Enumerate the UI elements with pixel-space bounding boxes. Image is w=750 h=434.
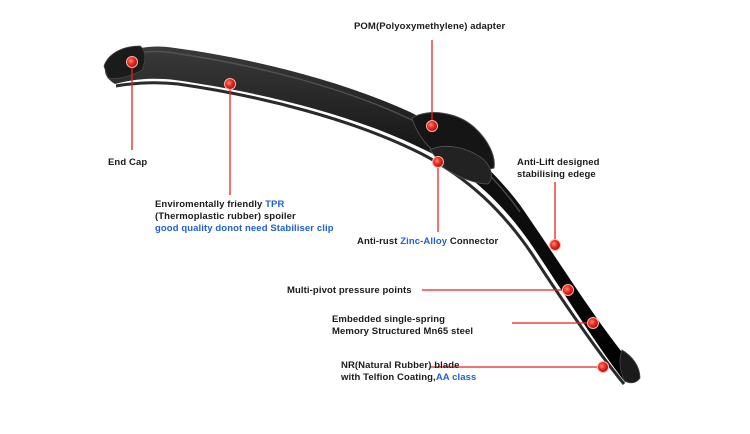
tip-end-shape (619, 349, 641, 384)
label-spring-line2: Memory Structured Mn65 steel (332, 326, 474, 337)
callout-dot-spring (587, 317, 599, 329)
label-pom-adapter-text: POM(Polyoxymethylene) adapter (354, 21, 506, 32)
rubber-edge (115, 81, 626, 385)
label-spoiler-line1: Enviromentally friendly TPR (155, 199, 334, 211)
label-spring: Embedded single-spring Memory Structured… (332, 314, 473, 338)
label-end-cap: End Cap (108, 157, 147, 169)
callout-lines (131, 40, 602, 368)
label-rubber-line2: with Telfion Coating,AA class (341, 372, 476, 384)
label-spoiler: Enviromentally friendly TPR (Thermoplast… (155, 199, 334, 235)
label-pivot-text: Multi-pivot pressure points (287, 285, 412, 296)
label-spoiler-line3: good quality donot need Stabiliser clip (155, 223, 334, 234)
label-spoiler-line1-prefix: Enviromentally friendly (155, 199, 266, 210)
label-spoiler-line2: (Thermoplastic rubber) spoiler (155, 211, 296, 222)
label-spring-line1: Embedded single-spring (332, 314, 446, 325)
label-rubber-line2-prefix: with Telfion Coating, (341, 372, 436, 383)
connector-shape (429, 146, 492, 185)
label-anti-lift: Anti-Lift designed stabilising edege (517, 157, 600, 181)
label-rubber-aa-class: AA class (435, 372, 477, 383)
callout-dot-pom (426, 120, 438, 132)
label-spoiler-tpr: TPR (265, 199, 285, 210)
label-pom-adapter: POM(Polyoxymethylene) adapter (354, 21, 505, 33)
callout-dot-end-cap (126, 56, 138, 68)
callout-dots (126, 56, 609, 373)
label-connector: Anti-rust Zinc-Alloy Connector (357, 236, 498, 248)
callout-dot-anti-lift (549, 239, 561, 251)
label-anti-lift-line2: stabilising edege (517, 169, 596, 180)
callout-dot-pivot (562, 284, 574, 296)
blade-body (104, 46, 640, 382)
label-connector-highlight: Zinc-Alloy (400, 236, 448, 247)
label-rubber-line1: NR(Natural Rubber) blade (341, 360, 460, 371)
callout-dot-rubber (597, 361, 609, 373)
label-rubber: NR(Natural Rubber) blade with Telfion Co… (341, 360, 476, 384)
label-anti-lift-line1: Anti-Lift designed (517, 157, 600, 168)
callout-dot-spoiler (224, 78, 236, 90)
end-cap-shape (103, 45, 146, 79)
callout-dot-connector (432, 156, 444, 168)
label-end-cap-text: End Cap (108, 157, 148, 168)
label-pivot: Multi-pivot pressure points (287, 285, 412, 297)
label-connector-prefix: Anti-rust (357, 236, 401, 247)
label-connector-suffix: Connector (447, 236, 499, 247)
